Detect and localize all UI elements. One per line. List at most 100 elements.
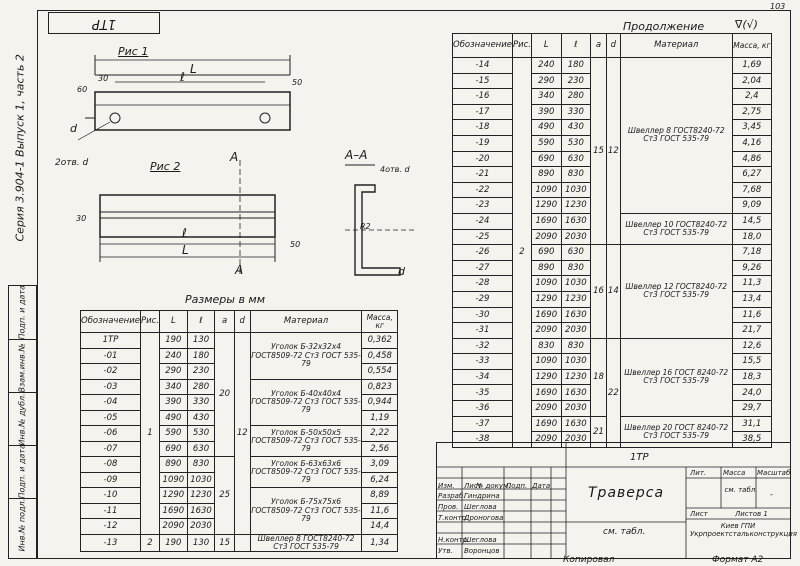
rt-r3-c0: -17 [452, 103, 513, 121]
lt-r10-c2: 1290 [159, 487, 188, 504]
rt-d-group-1: 12 [605, 56, 621, 246]
lt-r5-c0: -05 [80, 409, 141, 426]
rt-r10-c0: -24 [452, 212, 513, 230]
tb-role-1: Пров. [438, 503, 459, 511]
drawings [77, 55, 415, 276]
rt-r23-c0: -37 [452, 415, 513, 433]
tb-name-2: Дроногова [464, 514, 504, 522]
lt-r9-c7: 6,24 [361, 471, 398, 488]
rt-r0-c0: -14 [452, 57, 513, 74]
rt-r21-c3: 24,0 [731, 384, 773, 402]
lt-r0-c7: 0,362 [361, 332, 398, 349]
rt-r7-c0: -21 [452, 166, 513, 183]
rt-r16-c3: 11,6 [731, 306, 773, 324]
lt-h1: Рис. [139, 310, 161, 333]
lt-r3-c3: 280 [186, 378, 216, 395]
rt-r17-c2: 2030 [560, 322, 592, 339]
lt-ris: 1 [139, 332, 161, 535]
rt-a-group-2: 16 [590, 244, 607, 339]
fig1-holes: 2отв. d [55, 158, 89, 168]
lt-r0-c3: 130 [186, 332, 216, 349]
lt-r7-c3: 630 [186, 440, 216, 457]
rt-r9-c3: 9,09 [731, 197, 773, 214]
lt-r13-c5 [233, 533, 251, 552]
lt-r8-c3: 830 [186, 456, 216, 473]
rt-r8-c3: 7,68 [731, 181, 773, 199]
fig1-l: ℓ [180, 70, 185, 84]
tb-role-5: Утв. [438, 547, 453, 555]
rt-r19-c0: -33 [452, 353, 513, 370]
lt-r9-c2: 1090 [159, 471, 188, 488]
drawing-frame [37, 10, 791, 559]
lt-r1-c0: -01 [80, 347, 141, 364]
rt-ris: 2 [511, 57, 533, 448]
rt-r17-c0: -31 [452, 322, 513, 339]
rt-r11-c2: 2030 [560, 228, 592, 246]
rt-r23-c2: 1630 [560, 415, 592, 433]
rt-r2-c0: -16 [452, 88, 513, 105]
rt-r18-c1: 830 [531, 337, 562, 355]
section-title: А–А [345, 148, 368, 162]
side-label-3: Инв.№ дубл. [17, 393, 27, 446]
lt-r2-c2: 290 [159, 363, 188, 380]
tb-name-0: Гиндрина [464, 492, 500, 500]
rt-r20-c1: 1290 [531, 368, 562, 386]
rt-h6: Материал [619, 33, 733, 58]
rt-r21-c2: 1630 [560, 384, 592, 402]
rt-r21-c1: 1690 [531, 384, 562, 402]
rt-r14-c2: 1030 [560, 275, 592, 292]
rt-r12-c0: -26 [452, 244, 513, 261]
rt-r3-c1: 390 [531, 103, 562, 121]
rt-r1-c2: 230 [560, 72, 592, 90]
tb-code: 1ТР [630, 452, 649, 463]
rt-r6-c1: 690 [531, 150, 562, 168]
side-label-4: Подп. и дата [17, 444, 27, 499]
rt-r14-c0: -28 [452, 275, 513, 292]
lt-a-group-2: 25 [214, 456, 235, 535]
lt-r13-c7: 1,34 [361, 533, 398, 552]
left-table: Обозначение Рис. L ℓ a d Материал Масса,… [80, 310, 398, 552]
fig2-L: L [182, 243, 189, 257]
lt-r8-c7: 3,09 [361, 456, 398, 473]
rt-r5-c3: 4,16 [731, 134, 773, 152]
side-strip [8, 285, 37, 559]
lt-r3-c7: 0,823 [361, 378, 398, 395]
rt-r7-c2: 830 [560, 166, 592, 183]
lt-r2-c0: -02 [80, 363, 141, 380]
rt-r16-c2: 1630 [560, 306, 592, 324]
lt-r4-c7: 0,944 [361, 394, 398, 411]
rt-a-group-4: 21 [590, 415, 607, 448]
fig1-title: Рис 1 [118, 45, 149, 58]
rt-r21-c0: -35 [452, 384, 513, 402]
tb-role-4: Н.контр. [438, 536, 470, 544]
rt-r20-c3: 18,3 [731, 368, 773, 386]
rt-r3-c2: 330 [560, 103, 592, 121]
rt-r3-c3: 2,75 [731, 103, 773, 121]
rt-r23-c3: 31,1 [731, 415, 773, 433]
rt-r2-c1: 340 [531, 88, 562, 105]
lt-h2: L [159, 310, 188, 333]
rt-r0-c2: 180 [560, 57, 592, 74]
lt-mat-4: Уголок Б-63х63х6 ГОСТ8509-72 Ст3 ГОСТ 53… [249, 456, 363, 488]
tb-name-4: Шеглова [464, 536, 497, 544]
fig2-title: Рис 2 [150, 160, 181, 173]
rt-h0: Обозначение [452, 33, 513, 58]
fig2-l: ℓ [182, 226, 187, 240]
tb-hdr-1: Лист [464, 482, 482, 490]
lt-r13-c1: 2 [139, 533, 161, 552]
lt-h6: Материал [249, 310, 363, 333]
rt-r7-c1: 890 [531, 166, 562, 183]
rt-r13-c2: 830 [560, 259, 592, 277]
rt-r13-c3: 9,26 [731, 259, 773, 277]
lt-r5-c3: 430 [186, 409, 216, 426]
continuation-mark: ∇(√) [735, 18, 758, 31]
rt-r11-c0: -25 [452, 228, 513, 246]
rt-r16-c1: 1690 [531, 306, 562, 324]
rt-r8-c2: 1030 [560, 181, 592, 199]
rt-mat-1: Швеллер 8 ГОСТ8240-72 Ст3 ГОСТ 535-79 [619, 57, 733, 214]
fig1-L: L [190, 62, 197, 76]
rt-r7-c3: 6,27 [731, 166, 773, 183]
lt-r8-c0: -08 [80, 456, 141, 473]
rt-r10-c3: 14,5 [731, 212, 773, 230]
rt-r1-c0: -15 [452, 72, 513, 90]
